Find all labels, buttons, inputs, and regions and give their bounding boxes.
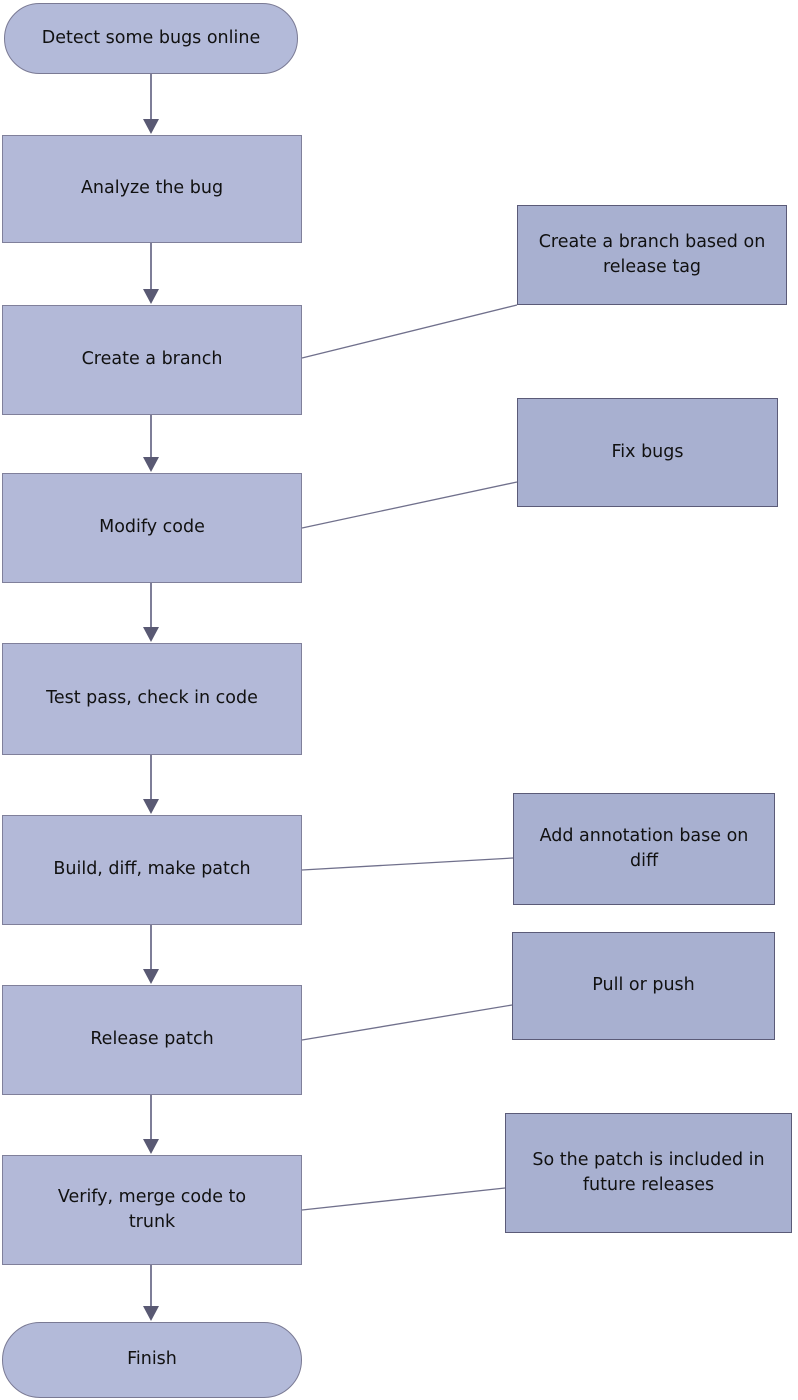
annotation-future-releases: So the patch is included in future relea…: [505, 1113, 792, 1233]
arrowhead-verify-finish: [143, 1306, 159, 1321]
flow-node-label: Test pass, check in code: [46, 688, 258, 709]
annotation-connectors: [301, 304, 518, 1211]
flow-node-label: Verify, merge code to trunk: [57, 1186, 247, 1232]
flow-node-label: Modify code: [99, 517, 205, 538]
arrowhead-release-verify: [143, 1139, 159, 1154]
flow-node-label: Detect some bugs online: [41, 27, 261, 48]
flow-arrowheads: [143, 119, 159, 1321]
flow-node-label: Analyze the bug: [80, 178, 224, 199]
flow-node-label: Release patch: [90, 1029, 214, 1050]
flow-node-label: Create a branch: [81, 349, 223, 370]
annotation-label: Fix bugs: [611, 441, 684, 462]
annotation-pull-or-push: Pull or push: [512, 932, 775, 1040]
flow-node-modify-code: Modify code: [2, 473, 302, 583]
flow-node-create-branch: Create a branch: [2, 305, 302, 415]
connector-release-pull-note: [301, 1004, 513, 1041]
connector-verify-future-note: [301, 1187, 506, 1211]
annotation-label: Add annotation base on diff: [539, 825, 749, 871]
flow-node-finish: Finish: [2, 1322, 302, 1398]
flow-node-verify-merge: Verify, merge code to trunk: [2, 1155, 302, 1265]
arrowhead-modify-test: [143, 627, 159, 642]
flow-node-test-pass: Test pass, check in code: [2, 643, 302, 755]
annotation-label: So the patch is included in future relea…: [532, 1149, 765, 1195]
annotation-label: Create a branch based on release tag: [538, 231, 766, 277]
connector-modify-fix-note: [301, 481, 518, 529]
connector-build-diff-note: [301, 857, 514, 871]
arrowhead-start-analyze: [143, 119, 159, 134]
flow-node-build-diff: Build, diff, make patch: [2, 815, 302, 925]
arrowhead-test-build: [143, 799, 159, 814]
annotation-fix-bugs: Fix bugs: [517, 398, 778, 507]
flow-node-analyze: Analyze the bug: [2, 135, 302, 243]
flow-node-label: Finish: [127, 1349, 177, 1370]
flow-node-start: Detect some bugs online: [4, 3, 298, 74]
flow-node-release-patch: Release patch: [2, 985, 302, 1095]
annotation-add-annotation: Add annotation base on diff: [513, 793, 775, 905]
connector-create-branch-note: [301, 304, 518, 359]
annotation-label: Pull or push: [592, 975, 695, 996]
annotation-create-branch: Create a branch based on release tag: [517, 205, 787, 305]
arrowhead-build-release: [143, 969, 159, 984]
flow-node-label: Build, diff, make patch: [53, 859, 251, 880]
arrowhead-create-modify: [143, 457, 159, 472]
arrowhead-analyze-create: [143, 289, 159, 304]
